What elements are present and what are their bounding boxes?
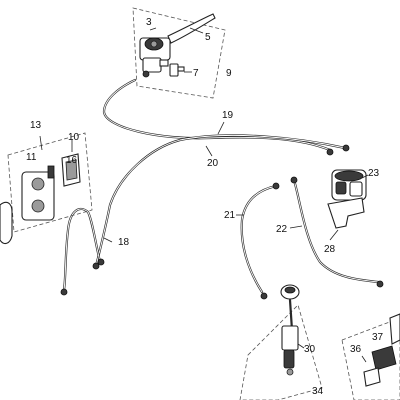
banjo-bolt [142,70,150,78]
abs-modulator [327,169,369,241]
callout-11: 11 [26,152,37,163]
rear-brake-pad [371,345,397,371]
brake-switch [169,63,179,77]
group-13-dashed-box [7,132,93,233]
callout-20: 20 [207,158,219,169]
callout-3: 3 [146,17,152,28]
callout-30: 30 [304,344,316,355]
rear-caliper-dashed-box [341,317,400,400]
rear-master-cylinder-group [239,284,323,400]
hose-21 [240,184,278,294]
callout-23: 23 [368,168,380,179]
hose-20 [94,134,347,268]
callout-37: 37 [372,332,384,343]
rear-caliper-group [341,313,400,400]
callout-labels: 3 5 7 9 10 11 13 16 18 19 20 21 22 23 28… [26,17,384,397]
callout-5: 5 [205,32,211,43]
brake-disc-edge [0,201,13,245]
group-9-dashed-box [132,7,226,99]
front-master-cylinder-group [132,7,226,99]
callout-7: 7 [193,68,199,79]
rear-master-cylinder [281,325,299,351]
callout-10: 10 [68,132,80,143]
abs-bracket [327,197,365,229]
brake-hoses [60,78,384,300]
callout-22: 22 [276,224,288,235]
callout-36: 36 [350,344,362,355]
callout-13: 13 [30,120,42,131]
callout-18: 18 [118,237,130,248]
callout-9: 9 [226,68,232,79]
front-caliper-group [0,132,93,245]
group-34-dashed-box [239,304,323,400]
callout-34: 34 [312,386,324,397]
callout-28: 28 [324,244,336,255]
callout-21: 21 [224,210,236,221]
callout-16: 16 [66,155,78,166]
master-cylinder-lower [142,57,162,73]
callout-19: 19 [222,110,234,121]
caliper-body [21,171,55,221]
